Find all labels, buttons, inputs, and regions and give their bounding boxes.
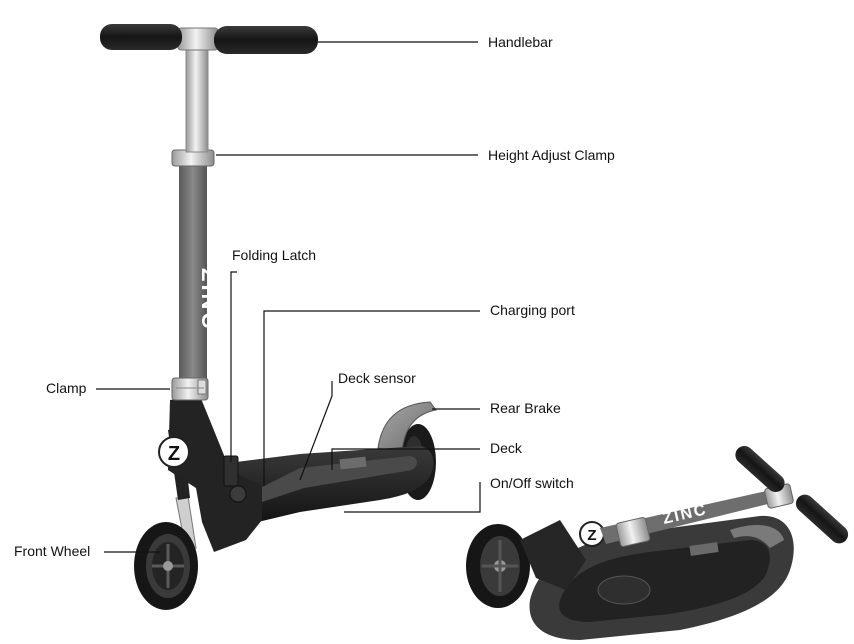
right-grip — [214, 26, 318, 54]
lower-stem-tube — [179, 160, 207, 396]
label-on-off-switch: On/Off switch — [490, 475, 574, 491]
deck-grip-surface — [256, 456, 417, 502]
folded-z-badge-letter: Z — [587, 527, 596, 544]
leader-lines — [96, 41, 481, 553]
deck-logo-plate — [339, 456, 367, 470]
leader-charging-port — [263, 310, 480, 486]
z-badge-letter: Z — [168, 443, 180, 465]
folded-grip-upper — [735, 445, 785, 493]
label-charging-port: Charging port — [490, 302, 575, 318]
folded-deck-sensor-pad — [597, 575, 651, 605]
folded-front-wheel — [466, 524, 530, 608]
rear-brake — [377, 401, 437, 453]
z-badge — [158, 436, 190, 468]
folded-scooter: Z ZINC — [466, 445, 849, 640]
left-grip — [100, 24, 182, 50]
label-height-adjust-clamp: Height Adjust Clamp — [488, 147, 615, 163]
label-deck-sensor: Deck sensor — [338, 370, 416, 386]
lower-clamp — [171, 377, 209, 401]
handlebar-head — [177, 27, 219, 51]
standing-scooter: Z ZINC — [100, 24, 437, 610]
front-wheel — [134, 522, 198, 610]
label-folding-latch: Folding Latch — [232, 247, 317, 263]
label-handlebar: Handlebar — [488, 34, 553, 50]
label-front-wheel: Front Wheel — [14, 543, 91, 559]
leader-on-off-switch — [344, 482, 481, 513]
stem-brand-text: ZINC — [197, 268, 222, 331]
folded-grip-lower — [795, 494, 849, 544]
leader-folding-latch — [230, 271, 237, 462]
leader-deck — [331, 448, 480, 470]
label-deck: Deck — [490, 440, 522, 456]
frame-neck — [168, 396, 262, 552]
leader-deck-sensor — [299, 381, 333, 481]
label-clamp: Clamp — [46, 380, 87, 396]
upper-stem-tube — [185, 45, 209, 153]
label-rear-brake: Rear Brake — [490, 400, 561, 416]
